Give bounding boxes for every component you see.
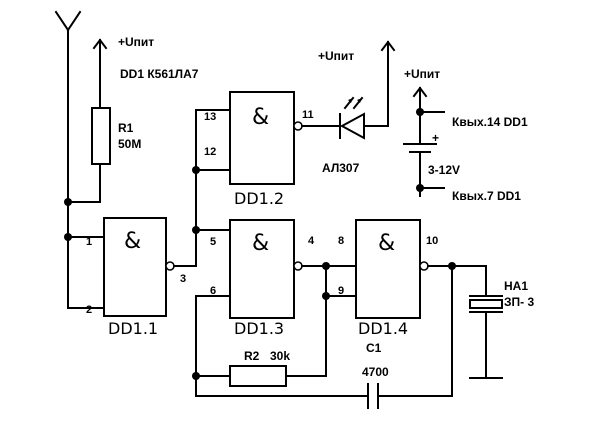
- power-label-led: +Uпит: [318, 49, 354, 63]
- power-label-r1: +Uпит: [118, 35, 154, 49]
- supply-pin14-label: Квых.14 DD1: [452, 115, 528, 129]
- buzzer-icon: [469, 265, 503, 379]
- junction-node: [416, 184, 424, 192]
- gate-dd1-1: [103, 217, 175, 317]
- led-label: АЛ307: [322, 161, 360, 175]
- capacitor-c1: [195, 383, 453, 409]
- buzzer-type: ЗП- 3: [504, 295, 534, 309]
- c1-value: 4700: [362, 365, 389, 379]
- gate-name: DD1.3: [234, 319, 284, 338]
- pin-label: 1: [86, 236, 92, 248]
- buzzer-name: HA1: [504, 279, 528, 293]
- c1-name: C1: [366, 341, 382, 355]
- gate-dd1-3: [229, 219, 303, 319]
- pin-label: 13: [204, 111, 216, 123]
- pin-label: 4: [308, 235, 315, 247]
- ic-title: DD1 К561ЛА7: [120, 67, 199, 81]
- resistor-r2: [229, 365, 287, 387]
- junction-node: [192, 372, 200, 380]
- pin-label: 8: [338, 235, 344, 247]
- gate-symbol: &: [124, 229, 141, 254]
- supply-plus-label: +: [432, 131, 439, 145]
- gate-symbol: &: [252, 231, 269, 256]
- junction-node: [416, 108, 424, 116]
- gate-symbol: &: [252, 105, 269, 130]
- r2-value: 30k: [270, 349, 290, 363]
- r1-value: 50M: [118, 137, 141, 151]
- power-label-right: +Uпит: [404, 67, 440, 81]
- pin-label: 11: [302, 109, 314, 121]
- resistor-r1: [91, 107, 111, 165]
- pin-label: 2: [86, 304, 92, 316]
- r1-name: R1: [118, 121, 134, 135]
- power-arrow-right: [412, 86, 428, 105]
- junction-node: [64, 233, 72, 241]
- gate-dd1-4: [355, 219, 429, 319]
- supply-pin7-label: Квых.7 DD1: [452, 189, 521, 203]
- led-icon: [339, 96, 389, 140]
- gate-name: DD1.1: [108, 319, 158, 338]
- pin-label: 10: [426, 235, 438, 247]
- pin-label: 3: [180, 273, 186, 285]
- gate-name: DD1.4: [358, 319, 408, 338]
- gate-name: DD1.2: [234, 189, 284, 208]
- gate-dd1-2: [229, 91, 303, 185]
- battery-icon: [403, 103, 437, 197]
- supply-voltage-label: 3-12V: [428, 163, 460, 177]
- power-arrow-r1: [92, 38, 108, 109]
- pin-label: 12: [204, 146, 216, 158]
- antenna-icon: [54, 10, 82, 203]
- pin-label: 6: [210, 285, 216, 297]
- pin-label: 9: [338, 285, 344, 297]
- r2-name: R2: [244, 349, 260, 363]
- pin-label: 5: [210, 236, 216, 248]
- power-arrow-led: [380, 40, 396, 127]
- gate-symbol: &: [378, 231, 395, 256]
